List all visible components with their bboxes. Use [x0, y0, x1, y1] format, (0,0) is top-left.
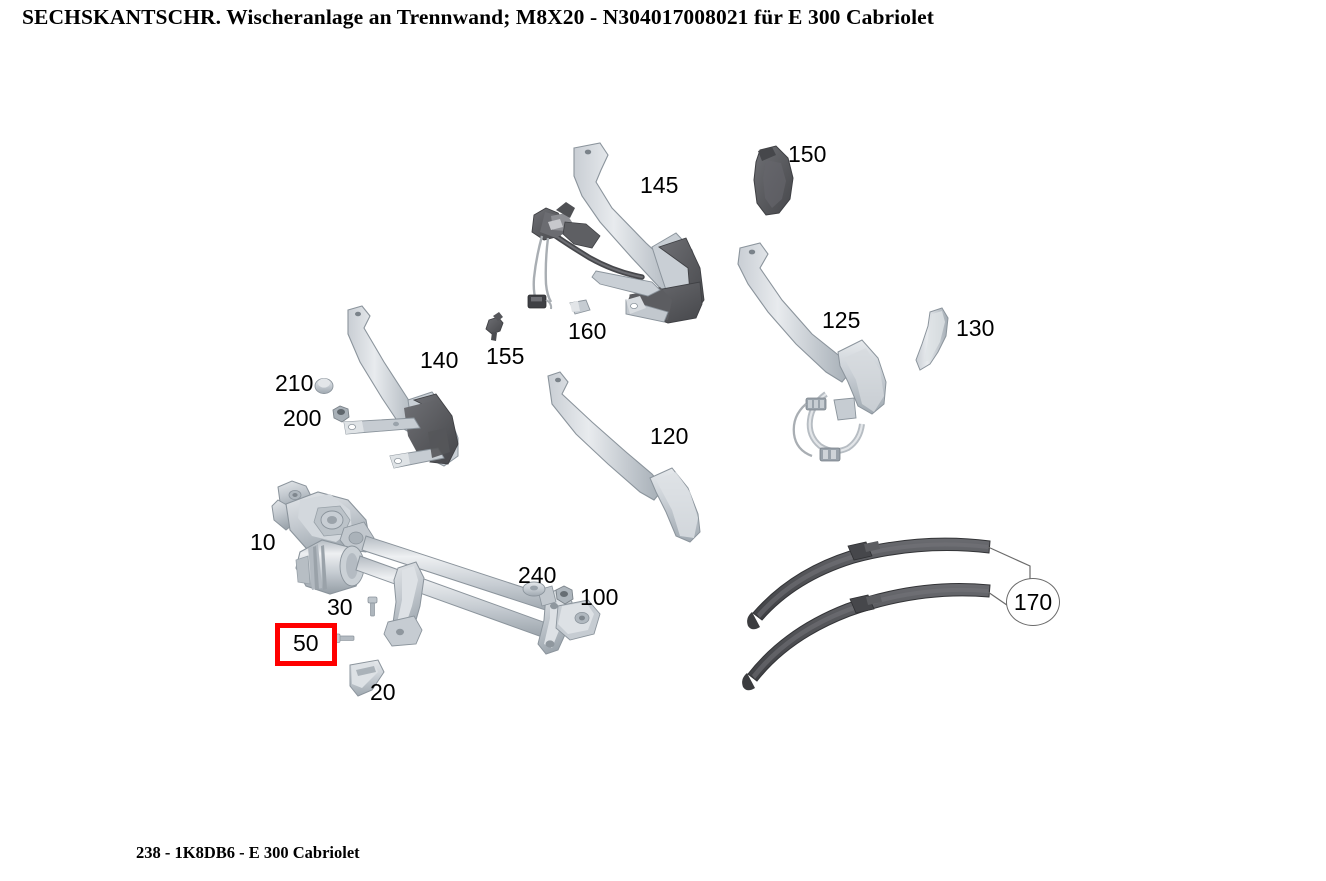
- callout-130[interactable]: 130: [956, 315, 995, 341]
- part-120-wiper-arm: [547, 371, 701, 543]
- callout-10[interactable]: 10: [250, 529, 276, 555]
- callout-140[interactable]: 140: [420, 347, 459, 373]
- part-145-wiper-arm-assembly: [537, 142, 705, 324]
- part-210-cap: [314, 378, 334, 394]
- callout-20[interactable]: 20: [370, 679, 396, 705]
- callout-240[interactable]: 240: [518, 562, 557, 588]
- callout-50-highlighted[interactable]: 50: [275, 623, 337, 666]
- callout-100[interactable]: 100: [580, 584, 619, 610]
- part-20-bracket: [349, 659, 385, 697]
- callout-200[interactable]: 200: [283, 405, 322, 431]
- part-30-screw: [367, 596, 378, 617]
- callout-210[interactable]: 210: [275, 370, 314, 396]
- callout-160[interactable]: 160: [568, 318, 607, 344]
- callout-170-circle[interactable]: 170: [1006, 578, 1060, 626]
- part-125-wiper-arm: [737, 242, 887, 462]
- callout-150[interactable]: 150: [788, 141, 827, 167]
- part-10-wiper-linkage-assembly: [271, 480, 601, 655]
- part-130-cover-cap: [915, 307, 949, 371]
- page-footer: 238 - 1K8DB6 - E 300 Cabriolet: [136, 843, 360, 862]
- callout-125[interactable]: 125: [822, 307, 861, 333]
- callout-145[interactable]: 145: [640, 172, 679, 198]
- part-155-grommet: [485, 312, 504, 341]
- callout-120[interactable]: 120: [650, 423, 689, 449]
- page-title: SECHSKANTSCHR. Wischeranlage an Trennwan…: [22, 5, 935, 29]
- callout-155[interactable]: 155: [486, 343, 525, 369]
- callout-30[interactable]: 30: [327, 594, 353, 620]
- part-140-wiper-arm: [343, 305, 459, 469]
- part-washer-hose-assembly: [527, 202, 601, 310]
- part-150-cover-cap: [753, 145, 794, 216]
- part-100-nut: [555, 585, 574, 605]
- part-240-washer: [522, 581, 546, 597]
- part-200-nut: [332, 405, 350, 423]
- part-170-wiper-blades: [742, 537, 1031, 691]
- part-160-clip: [569, 299, 591, 315]
- part-50-hex-bolt: [334, 633, 355, 643]
